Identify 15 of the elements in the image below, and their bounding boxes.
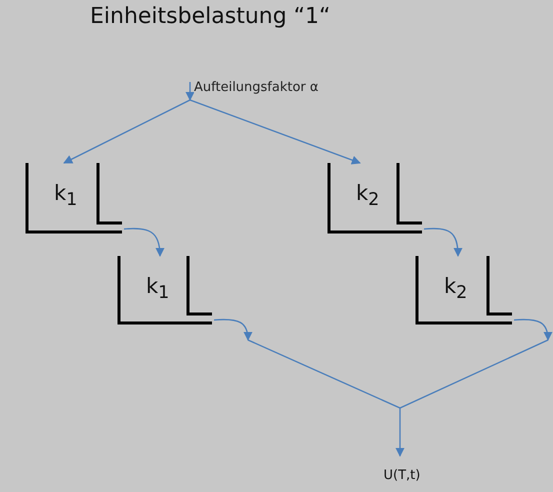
tank-label: k$_{2}$ — [356, 181, 380, 210]
tank-label: k$_{2}$ — [444, 274, 468, 304]
edge-label: Aufteilungsfaktor α — [194, 80, 318, 95]
arrow — [190, 99, 361, 164]
tank-label: k$_{1}$ — [54, 181, 78, 210]
arrow — [63, 99, 190, 164]
tank-label: k$_{1}$ — [146, 274, 170, 304]
arrow — [185, 82, 195, 101]
arrow — [124, 228, 164, 257]
heading: Einheitsbelastung “1“ — [90, 4, 330, 29]
arrow — [400, 318, 552, 409]
output-label: U(T,t) — [384, 468, 420, 483]
arrow — [214, 318, 400, 409]
arrow — [395, 408, 405, 457]
arrow — [424, 228, 462, 257]
